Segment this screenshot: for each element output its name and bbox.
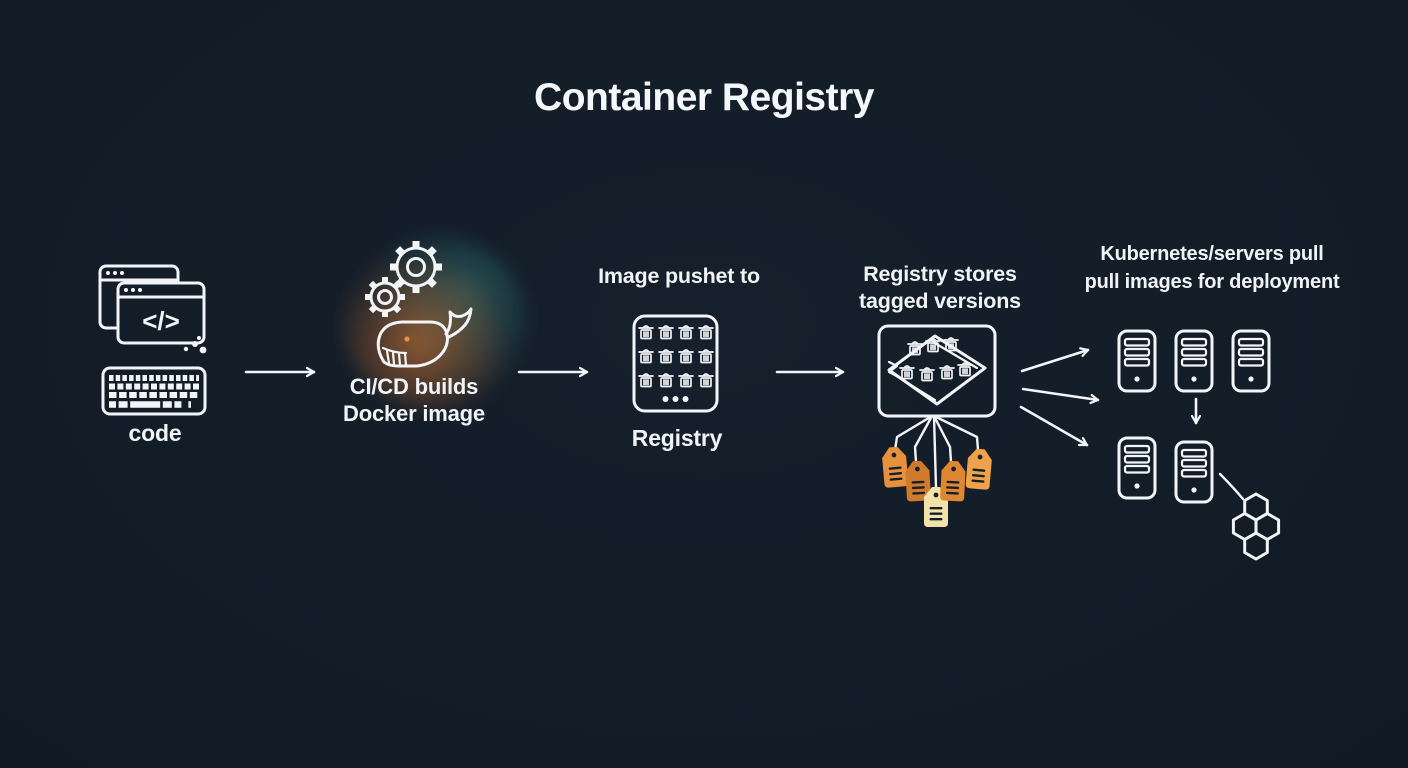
version-tag-icon-2 — [905, 460, 931, 502]
arrow-stores-to-servers-mid — [1021, 387, 1100, 400]
server-icon-1 — [1117, 329, 1157, 393]
docker-whale-icon — [376, 307, 473, 368]
version-tag-icon-1 — [882, 446, 909, 488]
tag-string-4 — [932, 414, 953, 464]
cicd-caption-line1: CI/CD builds — [349, 374, 479, 399]
page-title: Container Registry — [534, 76, 874, 119]
code-label: code — [128, 420, 182, 446]
arrow-stores-to-servers-bottom — [1019, 405, 1089, 447]
arrow-stores-to-servers-top — [1020, 350, 1090, 373]
registry-label: Registry — [631, 425, 723, 451]
deploy-caption-line1: Kubernetes/servers pull — [1100, 243, 1324, 265]
stores-caption-line1: Registry stores — [863, 262, 1017, 286]
version-tag-icon-5 — [965, 448, 992, 490]
server-icon-4 — [1117, 436, 1157, 500]
stores-box-icon — [877, 324, 997, 418]
gear-small-icon — [365, 277, 405, 317]
code-windows-icon: </> — [98, 264, 207, 354]
gears-icon — [365, 241, 442, 317]
gear-large-icon — [390, 241, 442, 293]
version-tag-icon-4 — [940, 460, 966, 502]
push-caption: Image pushet to — [598, 264, 760, 288]
server-icon-5 — [1174, 440, 1214, 504]
cicd-caption-line2: Docker image — [343, 401, 485, 426]
tag-string-3 — [932, 414, 938, 490]
keyboard-icon — [101, 366, 207, 416]
code-glyph: </> — [142, 306, 180, 336]
tag-string-5 — [932, 414, 980, 452]
server-icon-3 — [1231, 329, 1271, 393]
hexagon-cluster-icon — [1231, 492, 1281, 561]
deploy-caption-line2: pull images for deployment — [1084, 271, 1340, 293]
registry-icon — [632, 314, 719, 413]
whale-eye — [404, 336, 410, 342]
stores-caption-line2: tagged versions — [859, 289, 1021, 313]
server-icon-2 — [1174, 329, 1214, 393]
tag-string-2 — [913, 414, 934, 464]
